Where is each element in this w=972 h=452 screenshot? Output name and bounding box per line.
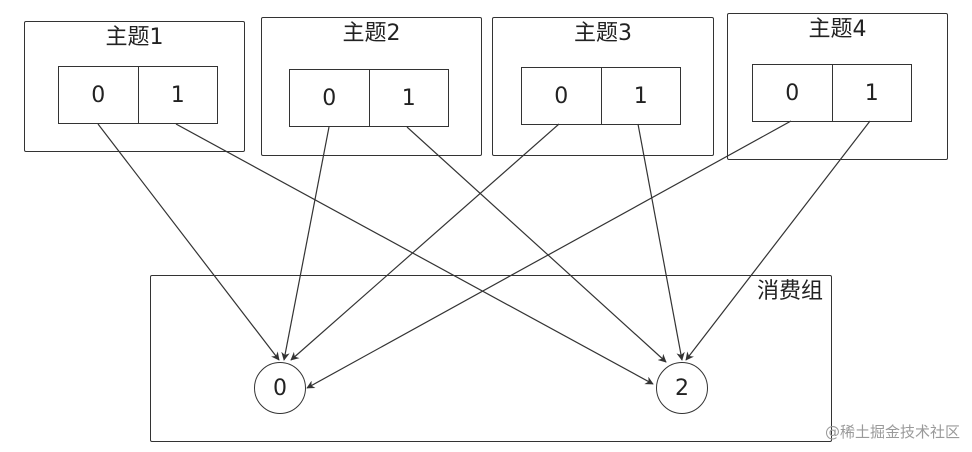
- watermark-text: @稀土掘金技术社区: [824, 423, 960, 441]
- consumer-0-node: 0: [254, 362, 306, 414]
- topic-1-title: 主题1: [105, 25, 164, 50]
- topic-4-partition-1: 1: [831, 65, 912, 121]
- topic-4-box: 主题4 0 1: [727, 13, 948, 160]
- topic-4-partitions: 0 1: [752, 64, 912, 122]
- topic-1-partitions: 0 1: [58, 66, 218, 124]
- topic-2-title: 主题2: [342, 21, 401, 46]
- topic-1-partition-0: 0: [91, 82, 106, 108]
- topic-1-box: 主题1 0 1: [24, 21, 245, 152]
- topic-2-partitions: 0 1: [289, 69, 449, 127]
- topic-1-partition-1: 1: [137, 67, 218, 123]
- topic-2-partition-1: 1: [368, 70, 449, 126]
- consumer-0-label: 0: [273, 375, 287, 401]
- topic-4-title: 主题4: [808, 17, 867, 42]
- consumer-2-node: 2: [656, 362, 708, 414]
- consumer-2-label: 2: [675, 375, 689, 401]
- topic-3-partitions: 0 1: [521, 67, 681, 125]
- topic-2-partition-0: 0: [322, 85, 337, 111]
- topic-3-box: 主题3 0 1: [492, 17, 714, 156]
- consumer-group-box: 消费组: [150, 275, 832, 442]
- topic-3-title: 主题3: [574, 21, 632, 46]
- topic-3-partition-0: 0: [554, 83, 569, 109]
- topic-2-box: 主题2 0 1: [261, 17, 482, 156]
- consumer-group-title: 消费组: [756, 279, 823, 304]
- topic-4-partition-0: 0: [785, 80, 800, 106]
- topic-3-partition-1: 1: [600, 68, 681, 124]
